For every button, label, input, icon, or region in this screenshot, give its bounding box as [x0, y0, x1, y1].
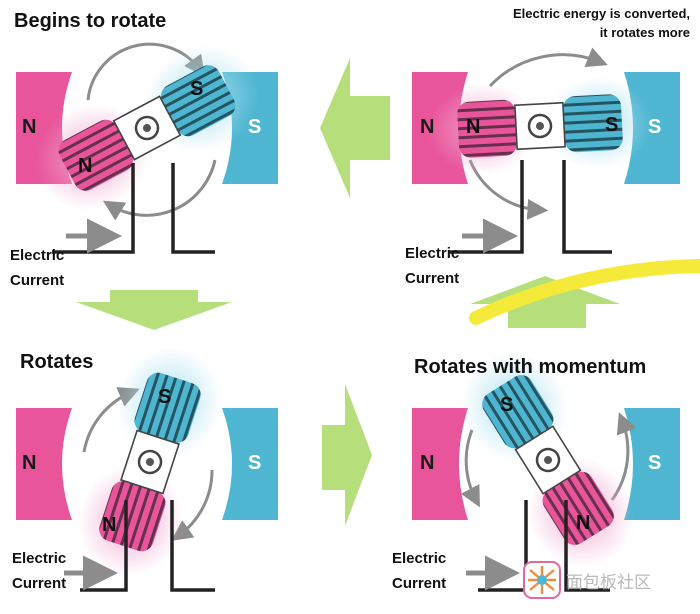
- energy-note-line2: it rotates more: [599, 25, 690, 40]
- armature-coil: [461, 352, 635, 568]
- coil-south-label: S: [190, 78, 204, 100]
- energy-note-line1: Electric energy is converted,: [512, 6, 690, 21]
- magnet-south-label: S: [248, 452, 262, 474]
- magnet-south-label: S: [648, 452, 662, 474]
- energy-note: Electric energy is converted, it rotates…: [513, 4, 690, 42]
- watermark-text: 面包板社区: [566, 573, 651, 593]
- current-label-line1: Electric: [12, 550, 67, 567]
- current-label: Electric Current: [392, 546, 446, 596]
- magnet-south-label: S: [248, 116, 262, 138]
- current-label-line2: Current: [10, 272, 65, 289]
- panel-title-momentum: Rotates with momentum: [414, 356, 647, 378]
- magnet-south: [222, 408, 278, 520]
- current-label: Electric Current: [405, 241, 459, 291]
- coil-south-label: S: [605, 114, 619, 136]
- armature-coil: [35, 45, 259, 211]
- flow-arrow-up: [470, 276, 620, 328]
- highlighter-stroke: [469, 259, 700, 325]
- coil-south: [482, 375, 554, 449]
- current-label-line2: Current: [12, 575, 67, 592]
- coil-south: [161, 65, 236, 137]
- current-label-line1: Electric: [392, 550, 447, 567]
- magnet-south: [624, 408, 680, 520]
- brush-lead: [52, 163, 215, 254]
- coil-north: [542, 471, 614, 545]
- magnet-north: [412, 408, 468, 520]
- coil-north: [457, 99, 517, 158]
- magnet-north: [16, 408, 72, 520]
- rotation-arrow: [460, 429, 480, 508]
- panel-rotates: [16, 347, 278, 592]
- current-label-line1: Electric: [10, 247, 65, 264]
- flow-arrow-right: [322, 384, 372, 526]
- coil-north: [58, 119, 133, 191]
- panel-rotates-more: [412, 47, 680, 254]
- coil-north-label: N: [102, 514, 117, 536]
- magnet-north-label: N: [22, 452, 37, 474]
- panel-title-begins: Begins to rotate: [14, 10, 167, 32]
- watermark-logo-icon: [523, 561, 561, 599]
- panel-rotates-with-momentum: [412, 352, 680, 592]
- coil-south-label: S: [158, 386, 172, 408]
- coil-north-label: N: [466, 116, 481, 138]
- coil-south-label: S: [500, 394, 514, 416]
- current-label-line2: Current: [392, 575, 447, 592]
- magnet-north-label: N: [420, 452, 435, 474]
- magnet-north-label: N: [22, 116, 37, 138]
- armature-coil: [78, 347, 222, 577]
- coil-south: [134, 372, 201, 443]
- panel-begins-to-rotate: [16, 42, 278, 254]
- coil-south: [563, 94, 623, 153]
- coil-north: [99, 481, 166, 552]
- current-label-line1: Electric: [405, 245, 460, 262]
- coil-north-label: N: [78, 155, 93, 177]
- magnet-north-label: N: [420, 116, 435, 138]
- rotation-arrow: [488, 47, 608, 88]
- current-label: Electric Current: [10, 243, 64, 293]
- flow-arrow-down: [76, 290, 232, 330]
- rotation-arrow: [171, 469, 214, 541]
- coil-north-label: N: [576, 512, 591, 534]
- armature-coil: [428, 76, 652, 176]
- current-label-line2: Current: [405, 270, 460, 287]
- current-label: Electric Current: [12, 546, 66, 596]
- panel-title-rotates: Rotates: [20, 351, 94, 373]
- flow-arrow-left: [320, 58, 390, 198]
- brush-lead: [448, 160, 612, 254]
- magnet-south-label: S: [648, 116, 662, 138]
